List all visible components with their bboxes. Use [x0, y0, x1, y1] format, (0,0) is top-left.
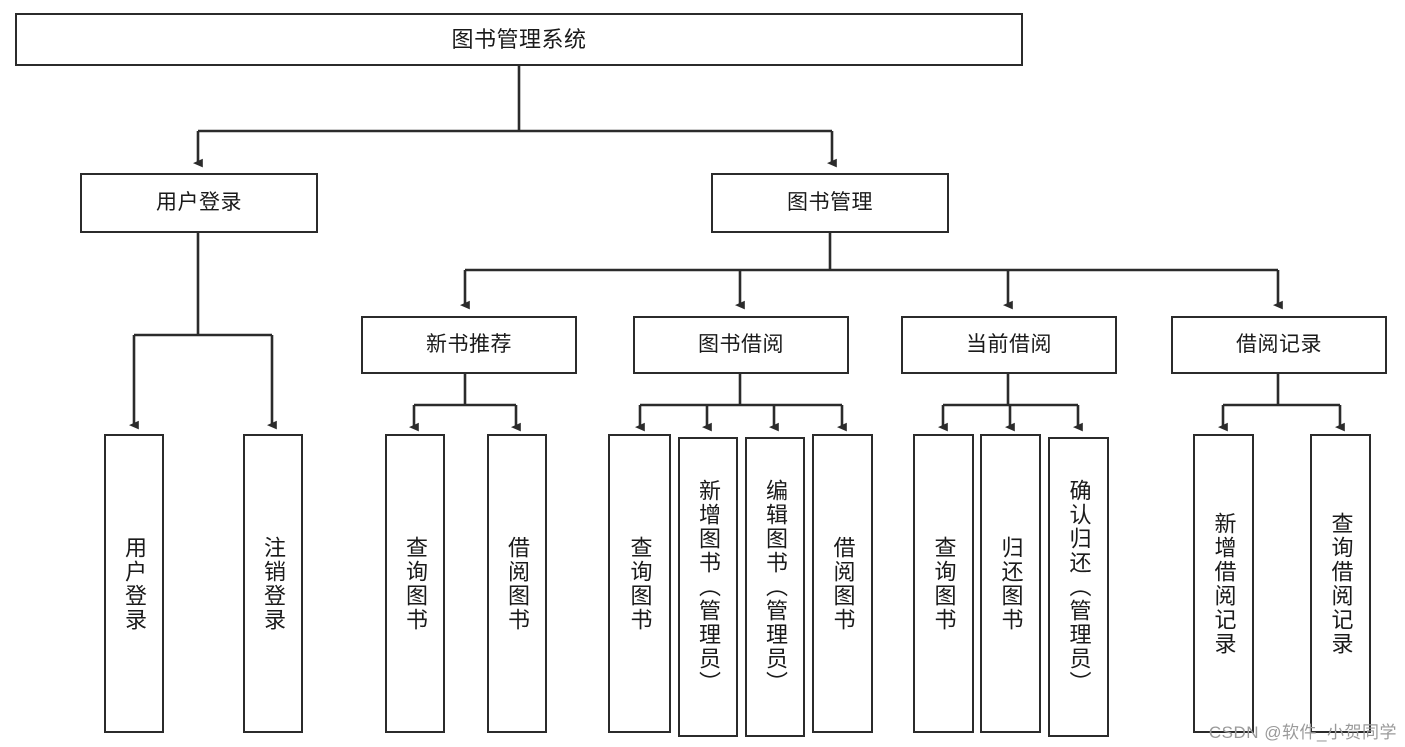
node-leaf-user-logout-label: 注销登录 [261, 535, 286, 632]
node-book-manage[interactable]: 图书管理 [711, 173, 949, 233]
node-leaf-query-record[interactable]: 查询借阅记录 [1310, 434, 1371, 733]
node-book-manage-label: 图书管理 [787, 190, 873, 214]
node-current-borrow[interactable]: 当前借阅 [901, 316, 1117, 374]
node-borrow-record-label: 借阅记录 [1236, 332, 1322, 356]
csdn-watermark: CSDN @软件_小贺同学 [1208, 723, 1397, 742]
node-leaf-borrow-book-1-label: 借阅图书 [505, 535, 530, 632]
node-leaf-user-login-label: 用户登录 [122, 535, 147, 632]
node-leaf-query-book-3-label: 查询图书 [931, 535, 957, 632]
node-leaf-borrow-book-2[interactable]: 借阅图书 [812, 434, 873, 733]
node-leaf-add-book[interactable]: 新增图书（管理员） [678, 437, 738, 737]
node-leaf-query-book-1-label: 查询图书 [403, 535, 428, 632]
node-leaf-borrow-book-1[interactable]: 借阅图书 [487, 434, 547, 733]
node-leaf-user-logout[interactable]: 注销登录 [243, 434, 303, 733]
node-leaf-add-record[interactable]: 新增借阅记录 [1193, 434, 1254, 733]
node-leaf-add-book-label: 新增图书（管理员） [696, 479, 721, 695]
node-leaf-confirm-return-label: 确认归还（管理员） [1066, 479, 1092, 695]
node-leaf-edit-book-label: 编辑图书（管理员） [763, 479, 788, 695]
node-book-borrow[interactable]: 图书借阅 [633, 316, 849, 374]
node-leaf-borrow-book-2-label: 借阅图书 [830, 535, 856, 632]
node-root-label: 图书管理系统 [451, 26, 587, 52]
node-leaf-add-record-label: 新增借阅记录 [1211, 511, 1237, 656]
node-leaf-query-book-2-label: 查询图书 [627, 535, 653, 632]
node-borrow-record[interactable]: 借阅记录 [1171, 316, 1387, 374]
node-leaf-user-login[interactable]: 用户登录 [104, 434, 164, 733]
node-current-borrow-label: 当前借阅 [966, 332, 1052, 356]
node-leaf-confirm-return[interactable]: 确认归还（管理员） [1048, 437, 1109, 737]
node-leaf-return-book-label: 归还图书 [998, 535, 1024, 632]
node-book-borrow-label: 图书借阅 [698, 332, 784, 356]
node-new-book-rec-label: 新书推荐 [426, 332, 512, 356]
node-leaf-query-book-3[interactable]: 查询图书 [913, 434, 974, 733]
node-root[interactable]: 图书管理系统 [15, 13, 1023, 66]
node-new-book-rec[interactable]: 新书推荐 [361, 316, 577, 374]
node-leaf-query-book-1[interactable]: 查询图书 [385, 434, 445, 733]
node-leaf-return-book[interactable]: 归还图书 [980, 434, 1041, 733]
node-leaf-query-record-label: 查询借阅记录 [1328, 511, 1354, 656]
node-leaf-edit-book[interactable]: 编辑图书（管理员） [745, 437, 805, 737]
node-leaf-query-book-2[interactable]: 查询图书 [608, 434, 671, 733]
node-user-login[interactable]: 用户登录 [80, 173, 318, 233]
node-user-login-label: 用户登录 [156, 190, 242, 214]
